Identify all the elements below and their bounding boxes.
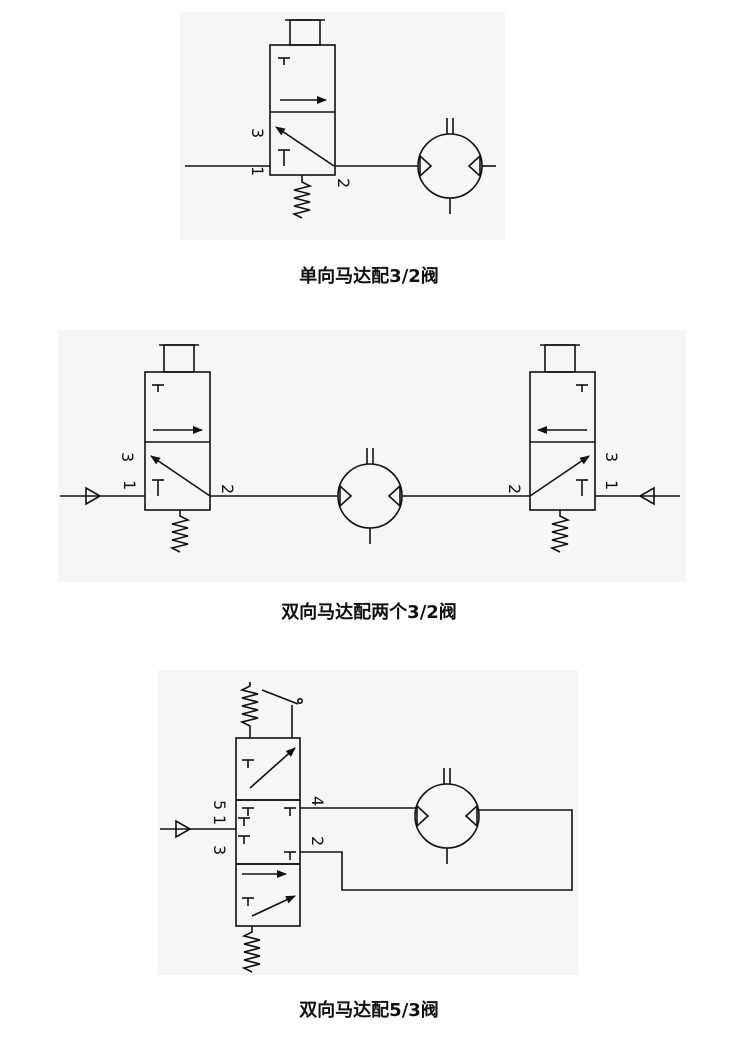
port-label-2: 2 [334, 178, 353, 188]
port-label-2-left: 2 [218, 484, 237, 494]
return-spring [291, 175, 313, 219]
port-label-3: 3 [210, 845, 229, 855]
caption-bidirectional-motor-5-3-valve: 双向马达配5/3阀 [299, 1000, 439, 1021]
port-label-2: 2 [308, 836, 327, 846]
caption-single-motor-3-2-valve: 单向马达配3/2阀 [299, 266, 439, 287]
port-label-2-right: 2 [505, 484, 524, 494]
top-spring [239, 682, 259, 738]
port-label-3-left: 3 [118, 452, 137, 462]
supply-right [595, 486, 680, 506]
port-label-1: 1 [248, 166, 267, 176]
bottom-spring [241, 926, 261, 973]
port-label-1-right: 1 [602, 480, 621, 490]
supply-left [60, 486, 145, 506]
valve-3-2-right [529, 344, 596, 553]
valve-3-2-left [144, 344, 211, 553]
port-label-1-left: 1 [120, 480, 139, 490]
valve-3-2-single [269, 19, 336, 219]
valve-5-3 [235, 682, 303, 973]
figure2-port-labels: 3 1 2 2 3 1 [118, 452, 621, 494]
caption-bidirectional-motor-two-3-2-valves: 双向马达配两个3/2阀 [281, 602, 457, 623]
port-label-1: 1 [210, 815, 229, 825]
line-port-2 [300, 809, 573, 891]
motor-symbol [417, 118, 496, 214]
figure2-diagram [60, 344, 680, 553]
motor-symbol-3 [414, 768, 480, 864]
motor-symbol-2 [337, 448, 403, 544]
figure1-diagram [185, 19, 496, 219]
port-label-3: 3 [248, 128, 267, 138]
supply-5-3 [160, 819, 236, 839]
port-label-5: 5 [210, 800, 229, 810]
figure3-panel [158, 670, 578, 975]
figure3-port-labels: 5 1 3 4 2 [210, 796, 327, 855]
port-label-4: 4 [308, 796, 327, 806]
port-label-3-right: 3 [602, 452, 621, 462]
figure3-diagram [160, 682, 573, 973]
figure1-port-labels: 3 1 2 [248, 128, 353, 188]
figure1-panel [180, 12, 505, 240]
